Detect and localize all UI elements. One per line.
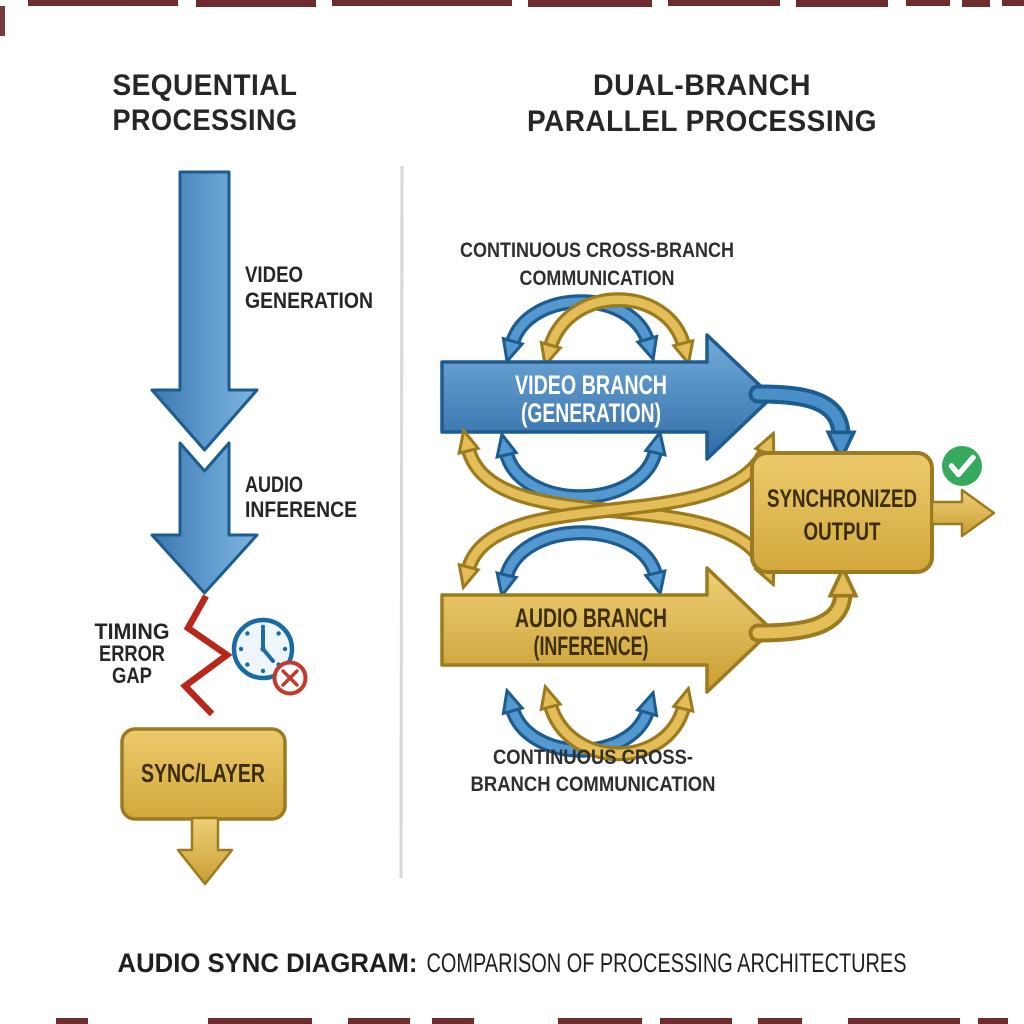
cross-comm-x-arrows: [468, 448, 766, 578]
audio-branch-label-line2: (INFERENCE): [534, 631, 649, 661]
clock-icon: [231, 617, 295, 681]
crossed-circle-icon: [272, 660, 308, 696]
caption-text: AUDIO SYNC DIAGRAM: COMPARISON OF PROCESS…: [118, 948, 907, 978]
top-edge-artifact: [28, 0, 1024, 7]
audio-inference-label-line1: AUDIO: [245, 472, 303, 497]
caption-bold: AUDIO SYNC DIAGRAM:: [118, 948, 418, 978]
cross-comm-arcs-bottom: [512, 704, 684, 762]
video-generation-label-line2: GENERATION: [245, 288, 373, 313]
parallel-title-line2: PARALLEL PROCESSING: [527, 105, 877, 138]
audio-branch-arrow: [440, 566, 774, 694]
caption-rest: COMPARISON OF PROCESSING ARCHITECTURES: [427, 948, 907, 978]
synchronized-output-label-line2: OUTPUT: [804, 518, 881, 546]
video-to-output-connector: [748, 384, 841, 436]
comm-bottom-label-line2: BRANCH COMMUNICATION: [471, 772, 716, 796]
sync-output-arrow: [176, 816, 234, 886]
sequential-title-line1: SEQUENTIAL: [113, 69, 298, 102]
comm-top-label-line2: COMMUNICATION: [520, 266, 675, 290]
timing-gap-zigzag: [180, 594, 233, 717]
parallel-title-line1: DUAL-BRANCH: [593, 69, 811, 102]
timing-error-gap-label-line2: ERROR: [99, 641, 165, 666]
video-generation-arrow: [150, 170, 259, 452]
audio-to-output-connector: [748, 592, 843, 643]
comm-top-label-line1: CONTINUOUS CROSS-BRANCH: [460, 238, 734, 262]
parallel-panel: DUAL-BRANCH PARALLEL PROCESSING CONTINUO…: [440, 69, 996, 796]
audio-inference-arrow: [150, 441, 259, 595]
sequential-title-line2: PROCESSING: [113, 104, 298, 137]
video-branch-label-line2: (GENERATION): [521, 398, 661, 428]
final-output-arrow: [930, 488, 996, 538]
audio-branch-label-line1: AUDIO BRANCH: [515, 603, 667, 633]
synchronized-output-label-line1: SYNCHRONIZED: [767, 485, 917, 513]
left-edge-artifact: [0, 6, 5, 36]
timing-error-gap-label-line3: GAP: [112, 663, 152, 688]
audio-inference-label-line2: INFERENCE: [245, 497, 357, 522]
panel-divider: [399, 165, 404, 879]
video-branch-label-line1: VIDEO BRANCH: [515, 370, 667, 400]
comm-bottom-label-line1: CONTINUOUS CROSS-: [493, 745, 693, 769]
bottom-edge-artifact: [56, 1018, 1008, 1024]
check-circle-icon: [942, 446, 982, 486]
video-generation-label-line1: VIDEO: [245, 262, 303, 287]
sync-layer-label: SYNC/LAYER: [141, 758, 265, 788]
cross-comm-arcs-top: [512, 292, 684, 348]
timing-error-gap-label-line1: TIMING: [95, 619, 170, 644]
sequential-panel: SEQUENTIAL PROCESSING VIDEO GENERATION A…: [95, 69, 373, 886]
